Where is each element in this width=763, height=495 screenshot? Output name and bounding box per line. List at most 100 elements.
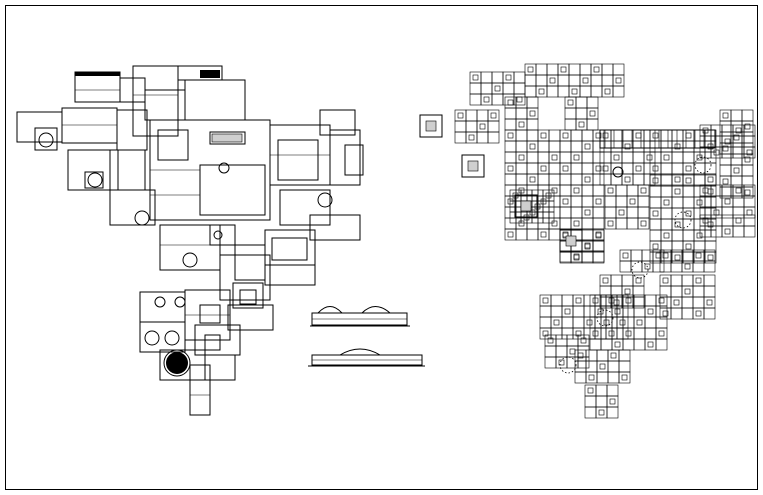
module-marker (673, 299, 680, 306)
grid-module (487, 109, 500, 122)
grid-module (704, 218, 717, 231)
module-marker (562, 165, 569, 172)
grid-module (570, 140, 583, 153)
grid-module (730, 109, 743, 122)
grid-module (643, 140, 656, 153)
grid-module (632, 129, 645, 142)
grid-module (537, 162, 550, 175)
grid-module (643, 173, 656, 186)
grid-module (699, 146, 712, 159)
grid-module (655, 316, 668, 329)
module-marker (562, 132, 569, 139)
grid-module (599, 274, 612, 287)
grid-module (599, 173, 612, 186)
grid-module (721, 124, 734, 137)
courtyard (559, 356, 577, 374)
grid-module (643, 129, 656, 142)
grid-module (632, 151, 645, 164)
module-marker (613, 154, 620, 161)
grid-module (583, 316, 596, 329)
module-marker (746, 209, 753, 216)
module-marker (707, 221, 714, 228)
grid-module (550, 316, 563, 329)
grid-module (682, 129, 695, 142)
grid-module (730, 186, 743, 199)
grid-module (741, 120, 754, 133)
grid-module (584, 395, 597, 408)
grid-module (732, 214, 745, 227)
module-marker (584, 209, 591, 216)
module-marker (507, 231, 514, 238)
grid-module (555, 345, 568, 358)
module-marker (607, 187, 614, 194)
grid-module (681, 249, 694, 262)
module-marker (479, 123, 486, 130)
grid-module (491, 71, 504, 84)
grid-module (743, 195, 756, 208)
grid-module (524, 74, 537, 87)
grid-module (592, 217, 605, 230)
grid-module (606, 406, 619, 419)
grid-module (592, 184, 605, 197)
grid-module (692, 296, 705, 309)
grid-module (619, 260, 632, 273)
grid-module (659, 260, 672, 273)
grid-module (544, 356, 557, 369)
module-marker (684, 288, 691, 295)
grid-module (618, 349, 631, 362)
grid-module (548, 173, 561, 186)
grid-module (504, 140, 517, 153)
grid-module (649, 185, 662, 198)
grid-module (592, 140, 605, 153)
module-marker (584, 176, 591, 183)
grid-module (559, 140, 572, 153)
module-marker (652, 165, 659, 172)
grid-module (732, 184, 745, 197)
grid-module (548, 217, 561, 230)
module-marker (527, 66, 534, 73)
grid-module (610, 296, 623, 309)
module-marker (609, 398, 616, 405)
grid-module (504, 173, 517, 186)
module-marker (564, 308, 571, 315)
grid-module (570, 173, 583, 186)
grid-module (561, 316, 574, 329)
grid-module (721, 206, 734, 219)
grid-module (732, 195, 745, 208)
grid-module (741, 153, 754, 166)
grid-module (719, 186, 732, 199)
module-marker (663, 232, 670, 239)
courtyard (674, 211, 692, 229)
grid-module (710, 184, 723, 197)
grid-module (732, 124, 745, 137)
module-marker (615, 77, 622, 84)
module-marker (644, 263, 651, 270)
grid-module (699, 214, 712, 227)
grid-module (548, 206, 561, 219)
grid-module (606, 395, 619, 408)
grid-module (575, 118, 588, 131)
grid-module (487, 131, 500, 144)
grid-module (469, 93, 482, 106)
module-marker (619, 319, 626, 326)
grid-module (730, 120, 743, 133)
grid-module (601, 85, 614, 98)
grid-module (604, 206, 617, 219)
module-marker (674, 188, 681, 195)
grid-module (548, 162, 561, 175)
module-marker (652, 210, 659, 217)
module-marker (592, 297, 599, 304)
grid-module (621, 274, 634, 287)
grid-module (548, 129, 561, 142)
grid-module (592, 228, 605, 241)
grid-module (604, 195, 617, 208)
grid-module (469, 82, 482, 95)
grid-module (612, 74, 625, 87)
grid-module (515, 173, 528, 186)
grid-module (660, 207, 673, 220)
grid-module (719, 109, 732, 122)
grid-module (526, 151, 539, 164)
grid-module (504, 228, 517, 241)
module-marker (684, 263, 691, 270)
